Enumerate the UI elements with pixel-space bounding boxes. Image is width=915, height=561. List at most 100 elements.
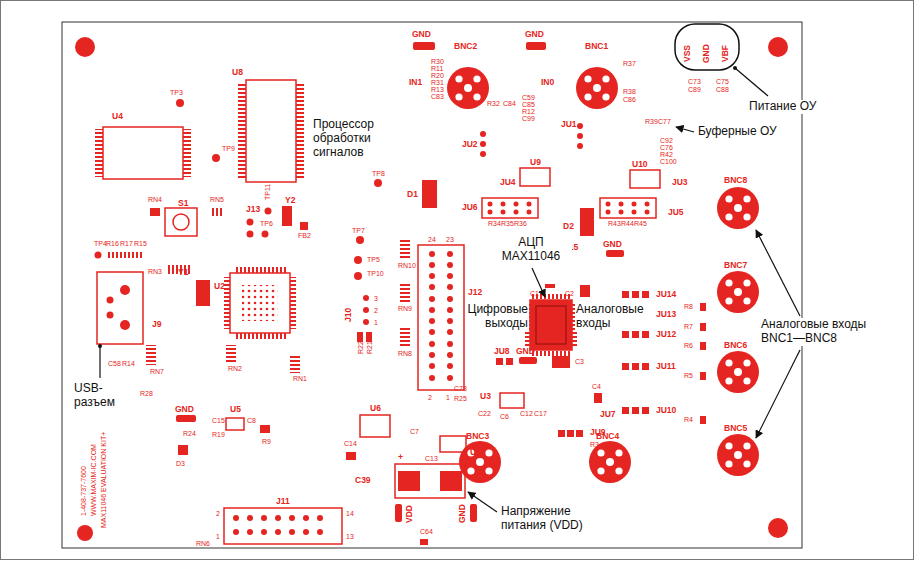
components	[178, 445, 188, 455]
callout-text: Питание ОУ	[748, 100, 817, 114]
silkscreen-label: TP10	[367, 270, 384, 277]
mounting-hole	[77, 525, 93, 541]
pads	[447, 329, 453, 335]
pcb-illustration	[62, 22, 802, 548]
pads	[567, 430, 574, 437]
components	[482, 198, 538, 218]
components	[526, 42, 546, 50]
bnc-connector	[717, 434, 759, 476]
components	[366, 332, 372, 342]
pads	[247, 219, 254, 226]
silkscreen-label: R4	[684, 416, 693, 423]
silkscreen-label: TP11	[264, 184, 271, 200]
silkscreen-label: J9	[152, 320, 161, 329]
components	[165, 208, 197, 236]
silkscreen-label: JU8	[494, 347, 510, 356]
components	[545, 284, 555, 288]
pads	[488, 210, 493, 215]
components	[606, 250, 624, 257]
pads	[700, 416, 706, 424]
pads	[447, 307, 453, 313]
silkscreen-label: RN2	[228, 365, 242, 372]
pads	[317, 515, 323, 521]
pads	[429, 296, 435, 302]
pads	[262, 231, 269, 238]
components	[398, 471, 420, 491]
silkscreen-label: 13	[346, 533, 354, 540]
silkscreen-label: 2	[428, 394, 432, 401]
callout-text: Буферные ОУ	[697, 125, 778, 139]
silkscreen-label: JU10	[656, 406, 676, 415]
silkscreen-label: U3	[480, 392, 491, 401]
pads	[576, 430, 583, 437]
silkscreen-label: JU2	[462, 140, 478, 149]
pads	[356, 236, 364, 244]
components	[120, 320, 130, 330]
silkscreen-label: R30	[431, 58, 444, 65]
components	[413, 42, 435, 50]
components	[150, 208, 160, 216]
components	[290, 277, 296, 329]
silkscreen-label: 23	[446, 236, 454, 243]
pads	[95, 99, 707, 535]
components	[103, 127, 183, 179]
silkscreen-label: C59	[522, 94, 535, 101]
silkscreen-label: R17	[120, 240, 133, 247]
silkscreen-label: U5	[230, 405, 241, 414]
silkscreen-label: R44	[621, 220, 634, 227]
silkscreen-label: RN8	[398, 350, 412, 357]
silkscreen-label: C6	[500, 413, 509, 420]
silkscreen-label: C77	[658, 118, 671, 125]
silkscreen-label: R24	[183, 430, 196, 437]
pads	[622, 407, 629, 414]
components	[630, 170, 660, 188]
components	[300, 222, 308, 230]
pads	[514, 210, 519, 215]
silkscreen-label: BNC2	[454, 42, 477, 51]
silkscreen-label: R16	[106, 240, 119, 247]
components	[95, 42, 660, 545]
components	[290, 355, 300, 373]
bnc-connector	[576, 67, 618, 109]
components	[360, 415, 390, 437]
silkscreen-label: C8	[247, 417, 256, 424]
silkscreen-label: U10	[632, 160, 648, 169]
silkscreen-label: TP8	[372, 170, 385, 177]
silkscreen-label: GND	[525, 30, 544, 39]
silkscreen-label: RN4	[148, 196, 162, 203]
callout-text: Цифровые выходы	[465, 303, 529, 331]
silkscreen-label: U2	[214, 282, 225, 291]
components	[296, 82, 304, 180]
pads	[429, 307, 435, 313]
pads	[447, 352, 453, 358]
silkscreen-label: C4	[592, 383, 601, 390]
silkscreen-label: BNC3	[466, 432, 489, 441]
silkscreen-label: R42	[660, 151, 673, 158]
pads	[700, 323, 706, 331]
leader-line	[675, 24, 739, 70]
leader-line	[99, 346, 100, 378]
components	[500, 393, 524, 408]
silkscreen-label: U9	[530, 158, 541, 167]
pads	[632, 363, 639, 370]
pads	[577, 143, 583, 149]
pads	[632, 407, 639, 414]
silkscreen-label: VDD	[405, 505, 414, 523]
components	[234, 267, 286, 273]
callout-text: Напряжение питания (VDD)	[500, 505, 612, 533]
silkscreen-label: U6	[370, 404, 381, 413]
pads	[632, 331, 639, 338]
pads	[429, 341, 435, 347]
pads	[506, 358, 513, 365]
silkscreen-label: R5	[684, 372, 693, 379]
pads	[447, 273, 453, 279]
pads	[429, 375, 435, 381]
silkscreen-label: JU12	[656, 330, 676, 339]
components	[536, 306, 566, 344]
silkscreen-label: C3	[575, 358, 584, 365]
pads	[527, 210, 532, 215]
pads	[265, 208, 272, 215]
silkscreen-label: C17	[534, 410, 547, 417]
